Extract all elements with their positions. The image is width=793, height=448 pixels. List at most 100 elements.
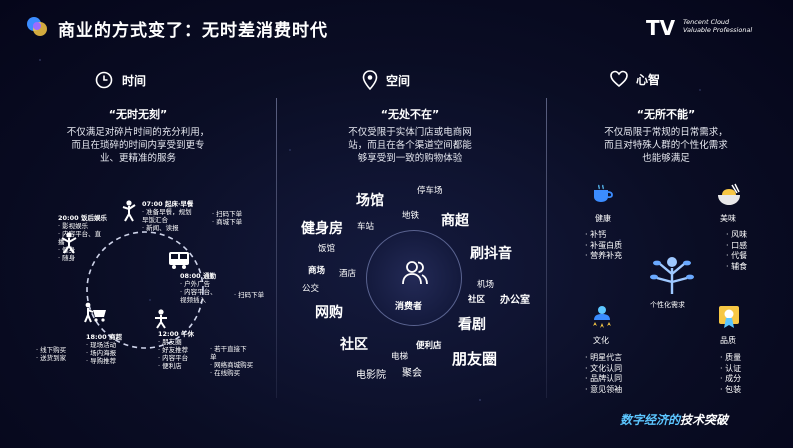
personalization-tree-icon — [650, 257, 694, 294]
keyword-shequ: 社区 — [340, 337, 368, 353]
timeline-node-1200: 12:00 午休 · 朋友圈 · 好友推荐 · 内容平台 · 便利店 — [158, 330, 194, 370]
coffee-cup-icon — [594, 184, 613, 202]
timeline-node-0800: 08:00 通勤 · 户外广告 · 内容平台、 视频插入 — [180, 272, 217, 304]
taste-item: · 代餐 — [726, 251, 748, 260]
keyword-jiudian: 酒店 — [339, 269, 357, 279]
clock-icon — [95, 71, 113, 89]
keyword-bianlidian: 便利店 — [416, 341, 442, 351]
consumer-label: 消费者 — [395, 302, 423, 312]
health-list: · 补钙 · 补蛋白质 · 营养补充 — [585, 230, 622, 262]
tvp-brand-text: Tencent Cloud Valuable Professional — [683, 18, 752, 34]
timeline-side-c: · 若干直接下 单 · 网络商城购买 · 在线购买 — [210, 345, 253, 377]
keyword-juhui: 聚会 — [402, 368, 422, 379]
space-description: 不仅受限于实体门店或电商网 站，而且在各个渠道空间都能 够享受到一致的购物体验 — [300, 126, 520, 165]
mind-description: 不仅局限于常规的日常需求， 而且对特殊人群的个性化需求 也能够满足 — [556, 126, 776, 165]
timeline-node-2000: 20:00 饭后娱乐 · 影视娱乐 · 内容平台、直 播 · 健身 · 随身 — [58, 214, 107, 262]
node-line: · 健身 — [58, 246, 76, 254]
keyword-jianshenfang: 健身房 — [301, 221, 343, 237]
health-item: · 补钙 — [585, 230, 607, 239]
wakeup-person-icon — [122, 200, 136, 222]
culture-label: 文化 — [593, 336, 609, 345]
taste-item: · 风味 — [726, 230, 748, 239]
node-line: · 新闻、读报 — [142, 224, 179, 232]
time-desc-line-2: 而且在琐碎的时间内享受到更专 — [71, 140, 205, 151]
keyword-dianti: 电梯 — [391, 352, 409, 362]
logo-badge-icon — [27, 17, 47, 36]
health-item: · 补蛋白质 — [585, 240, 623, 250]
timeline-node-0700: 07:00 起床·早餐 · 准备早餐，规划 早饭汇合 · 新闻、读报 — [142, 200, 193, 232]
time-heading: 时间 — [94, 70, 146, 90]
culture-item: · 品牌认同 — [585, 374, 623, 383]
quality-item: · 成分 — [720, 374, 742, 383]
footer-suffix: 技术突破 — [680, 413, 729, 427]
quality-list: · 质量 · 认证 · 成分 · 包装 — [720, 353, 741, 395]
time-desc-line-3: 业、更精准的服务 — [99, 153, 176, 164]
column-divider-right — [546, 98, 547, 398]
keyword-chezhan: 车站 — [357, 222, 375, 232]
mind-desc-line-1: 不仅局限于常规的日常需求， — [604, 127, 728, 138]
keyword-fanguan: 饭馆 — [318, 244, 336, 254]
timeline-node-1800: 18:00 商超 · 现场活动 · 场内海报 · 导购推荐 — [86, 333, 122, 365]
consumer-ring — [366, 230, 462, 326]
space-quote: “无处不在” — [380, 108, 440, 121]
space-desc-line-1: 不仅受限于实体门店或电商网 — [348, 127, 472, 138]
side-line: · 网络商城购买 — [210, 361, 254, 369]
relaxing-person-icon — [61, 232, 77, 254]
footer-slogan: 数字经济的技术突破 — [620, 411, 728, 428]
consumers-icon — [402, 261, 428, 285]
space-desc-line-3: 够享受到一致的购物体验 — [357, 153, 463, 164]
culture-item: · 意见领袖 — [585, 384, 623, 394]
time-quote: “无时无刻” — [108, 108, 168, 121]
mind-quote: “无所不能” — [636, 108, 696, 121]
side-line: · 在线购买 — [210, 369, 241, 377]
header: 商业的方式变了：无时差消费时代 TVP Tencent Cloud Valuab… — [0, 0, 793, 50]
quality-label: 品质 — [720, 336, 736, 345]
mind-heading-label: 心智 — [636, 72, 661, 87]
side-line: · 商城下单 — [212, 218, 243, 226]
quality-item: · 包装 — [720, 384, 742, 394]
lunch-person-icon — [155, 309, 167, 329]
heart-icon — [610, 70, 628, 88]
timeline-side-d: · 线下购买 · 送货到家 — [36, 346, 66, 362]
keyword-shuadouyin: 刷抖音 — [470, 246, 512, 262]
brand-line-2: Valuable Professional — [683, 26, 753, 34]
node-line: · 随身 — [58, 254, 76, 262]
food-bowl-icon — [718, 183, 740, 205]
space-heading-label: 空间 — [386, 73, 411, 88]
taste-item: · 口感 — [726, 240, 748, 250]
node-line: · 户外广告 — [180, 280, 211, 288]
culture-item: · 文化认同 — [585, 363, 623, 373]
side-line: · 送货到家 — [36, 354, 67, 362]
node-line: · 准备早餐，规划 — [142, 208, 192, 216]
taste-label: 美味 — [720, 214, 736, 223]
keyword-changguan: 场馆 — [356, 193, 384, 209]
taste-list: · 风味 · 口感 · 代餐 · 辅食 — [726, 230, 747, 272]
culture-person-icon — [593, 306, 611, 328]
node-header: 07:00 起床·早餐 — [142, 200, 194, 208]
node-line: · 朋友圈 — [158, 338, 182, 346]
mind-heading: 心智 — [610, 70, 660, 88]
node-header: 20:00 饭后娱乐 — [58, 214, 107, 222]
node-header: 18:00 商超 — [86, 333, 122, 341]
side-line: · 若干直接下 — [210, 345, 247, 353]
mind-desc-line-3: 也能够满足 — [642, 153, 690, 164]
side-line: 单 — [210, 353, 217, 361]
space-desc-line-2: 站，而且在各个渠道空间都能 — [348, 140, 472, 151]
daily-cycle-ring — [86, 231, 204, 349]
side-line: · 扫码下单 — [212, 210, 243, 218]
bus-icon — [169, 252, 189, 269]
node-line: 播 — [58, 238, 65, 246]
keyword-shangchao: 商超 — [441, 213, 469, 229]
health-label: 健康 — [595, 214, 611, 223]
time-description: 不仅满足对碎片时间的充分利用， 而且在琐碎的时间内享受到更专 业、更精准的服务 — [28, 126, 248, 165]
location-pin-icon — [362, 70, 378, 90]
keyword-kanju: 看剧 — [458, 317, 486, 333]
brand-line-1: Tencent Cloud — [683, 18, 730, 26]
space-heading: 空间 — [362, 70, 410, 90]
node-line: · 导购推荐 — [86, 357, 117, 365]
side-line: · 扫码下单 — [234, 291, 265, 299]
keyword-jichang: 机场 — [477, 280, 495, 290]
keyword-gongjiao: 公交 — [302, 284, 320, 294]
certificate-icon — [719, 306, 739, 328]
keyword-ditie: 地铁 — [402, 211, 420, 221]
